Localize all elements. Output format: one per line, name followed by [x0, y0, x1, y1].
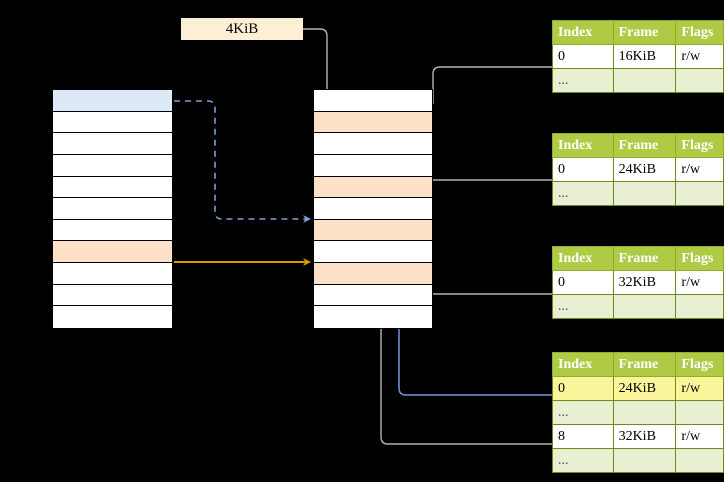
physical-frame-cell-0	[314, 90, 432, 112]
cell-index: 0	[552, 270, 614, 295]
physical-frame-cell-8	[314, 263, 432, 285]
table-row: ...	[552, 68, 724, 93]
column-header-flags: Flags	[675, 20, 724, 45]
cell-frame: 32KiB	[612, 424, 677, 449]
cell-flags	[675, 294, 724, 319]
cell-index: ...	[552, 400, 614, 425]
column-header-index: Index	[552, 352, 614, 377]
virtual-page-cell-1	[53, 111, 172, 134]
wire-table0-to-frame	[432, 66, 552, 104]
cell-index: 8	[552, 424, 614, 449]
virtual-page-cell-3	[53, 154, 172, 177]
cell-index: 0	[552, 376, 614, 401]
physical-frame-cell-1	[314, 111, 432, 134]
table-row: ...	[552, 400, 724, 425]
table-row: ...	[552, 181, 724, 206]
cell-frame: 16KiB	[612, 44, 677, 69]
cell-flags: r/w	[675, 270, 724, 295]
virtual-address-space-column	[52, 89, 173, 329]
virtual-page-cell-5	[53, 198, 172, 220]
column-header-index: Index	[552, 20, 614, 45]
cell-flags	[675, 68, 724, 93]
cell-frame: 24KiB	[612, 376, 677, 401]
table-row: ...	[552, 294, 724, 319]
virtual-page-cell-9	[53, 284, 172, 307]
cell-index: ...	[552, 448, 614, 473]
cell-flags	[675, 448, 724, 473]
virtual-page-cell-10	[53, 306, 172, 328]
cell-frame: 24KiB	[612, 157, 677, 182]
virtual-page-cell-0	[53, 90, 172, 112]
physical-frame-cell-7	[314, 241, 432, 263]
column-header-frame: Frame	[612, 352, 677, 377]
cell-index: ...	[552, 181, 614, 206]
column-header-flags: Flags	[675, 246, 724, 271]
cell-frame	[612, 68, 677, 93]
cell-index: ...	[552, 294, 614, 319]
physical-frame-cell-2	[314, 133, 432, 155]
column-header-frame: Frame	[612, 246, 677, 271]
physical-frame-cell-3	[314, 154, 432, 177]
cell-frame	[612, 400, 677, 425]
physical-frame-cell-5	[314, 198, 432, 220]
cell-frame	[612, 448, 677, 473]
column-header-flags: Flags	[675, 352, 724, 377]
page-size-label: 4KiB	[181, 18, 303, 40]
virtual-page-cell-8	[53, 263, 172, 285]
table-row: ...	[552, 448, 724, 473]
cell-flags: r/w	[675, 376, 724, 401]
cell-flags: r/w	[675, 44, 724, 69]
physical-frame-cell-4	[314, 176, 432, 199]
cell-index: ...	[552, 68, 614, 93]
virtual-page-cell-6	[53, 219, 172, 242]
wire-virtual-dashed	[174, 100, 311, 223]
physical-memory-column	[313, 89, 433, 329]
cell-flags	[675, 400, 724, 425]
wire-table1-to-frame	[414, 179, 552, 219]
cell-frame: 32KiB	[612, 270, 677, 295]
virtual-page-cell-4	[53, 176, 172, 199]
cell-flags: r/w	[675, 424, 724, 449]
column-header-index: Index	[552, 133, 614, 158]
column-header-frame: Frame	[612, 133, 677, 158]
cell-index: 0	[552, 44, 614, 69]
column-header-index: Index	[552, 246, 614, 271]
cell-flags	[675, 181, 724, 206]
physical-frame-cell-10	[314, 306, 432, 328]
virtual-page-cell-2	[53, 133, 172, 155]
column-header-frame: Frame	[612, 20, 677, 45]
cell-frame	[612, 294, 677, 319]
cell-flags: r/w	[675, 157, 724, 182]
cell-frame	[612, 181, 677, 206]
virtual-page-cell-7	[53, 241, 172, 263]
cell-index: 0	[552, 157, 614, 182]
column-header-flags: Flags	[675, 133, 724, 158]
physical-frame-cell-6	[314, 219, 432, 242]
physical-frame-cell-9	[314, 284, 432, 307]
